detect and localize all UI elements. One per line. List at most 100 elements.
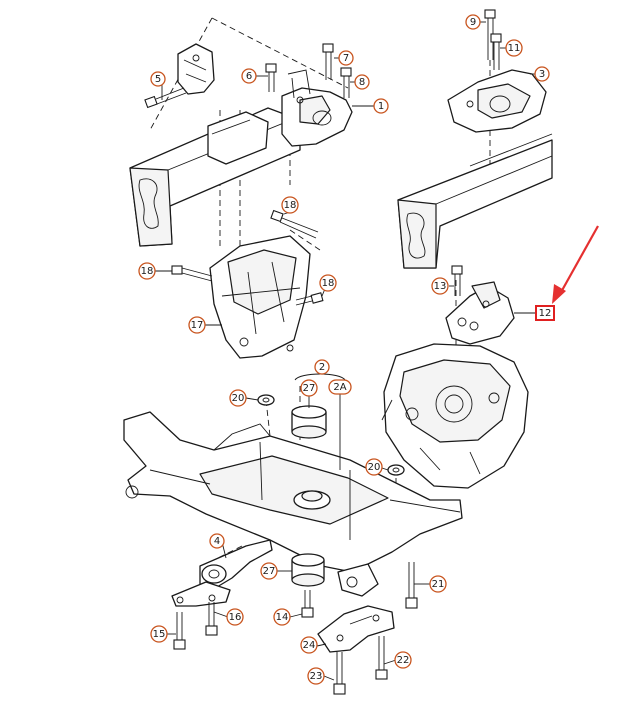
subframe-assembly (123, 386, 463, 609)
callout-ring (338, 50, 354, 66)
callout-c11: 11 (505, 39, 523, 57)
callout-c21: 21 (429, 575, 447, 593)
callout-c12: 12 (535, 305, 555, 321)
callout-ring (534, 66, 550, 82)
callout-ring (354, 74, 370, 90)
callout-number: 27 (263, 566, 276, 577)
callout-c15: 15 (150, 625, 168, 643)
bolt-16-icon (205, 602, 218, 636)
bolt-23-icon (333, 652, 346, 695)
callout-ring (314, 359, 330, 375)
callout-ring (209, 533, 225, 549)
callout-number: 14 (276, 612, 289, 623)
callout-ring (505, 39, 523, 57)
callout-ring (373, 98, 389, 114)
bolt-7-icon (322, 43, 334, 80)
callout-number: 7 (343, 53, 349, 64)
callout-number: 18 (322, 278, 335, 289)
callout-c23: 23 (307, 667, 325, 685)
callout-number: 18 (141, 266, 154, 277)
bolt-21-icon (405, 562, 418, 609)
callout-c2: 2 (314, 359, 330, 375)
highlight-box (535, 305, 555, 321)
callout-c4: 4 (209, 533, 225, 549)
callout-ring (365, 458, 383, 476)
callout-c17: 17 (188, 316, 206, 334)
callout-c20a: 20 (229, 389, 247, 407)
callout-ring (300, 379, 318, 397)
callout-c18b: 18 (138, 262, 156, 280)
left-engine-mount-assembly (129, 17, 353, 359)
callout-number: 6 (246, 71, 252, 82)
bolt-22-icon (375, 636, 388, 680)
callout-c22: 22 (394, 651, 412, 669)
callout-ring (150, 71, 166, 87)
bolt-18-left-icon (171, 265, 213, 282)
washer-20-upper-icon (257, 394, 275, 406)
callout-number: 15 (153, 629, 166, 640)
callout-number: 27 (303, 383, 316, 394)
callout-c20b: 20 (365, 458, 383, 476)
callout-number: 3 (539, 69, 545, 80)
callout-c5: 5 (150, 71, 166, 87)
bolt-5-icon (144, 87, 187, 109)
callout-number: 11 (508, 43, 521, 54)
callout-c13: 13 (431, 277, 449, 295)
callout-ring (260, 562, 278, 580)
bolt-18-right-icon (295, 292, 324, 306)
callout-number: 5 (155, 74, 161, 85)
callout-number: 1 (378, 101, 384, 112)
right-transmission-mount-assembly (381, 9, 553, 489)
callout-ring (307, 667, 325, 685)
bolt-11-icon (490, 33, 502, 70)
callout-c9: 9 (465, 14, 481, 30)
bolt-8-icon (340, 67, 352, 98)
rubber-bush-lower-icon (291, 553, 325, 587)
callout-number: 12 (539, 308, 552, 319)
callout-number: 2A (333, 382, 346, 393)
callout-number: 17 (191, 320, 204, 331)
callout-ring (319, 274, 337, 292)
attention-arrow-icon (552, 225, 599, 304)
subframe-bush-icon (293, 490, 331, 510)
rubber-bush-upper-icon (291, 405, 327, 439)
bolt-18-upper-icon (270, 209, 319, 239)
callout-number: 20 (232, 393, 245, 404)
callout-number: 22 (397, 655, 410, 666)
callout-ring (429, 575, 447, 593)
bolt-13-icon (451, 265, 463, 296)
callout-ring (150, 625, 168, 643)
callout-c27b: 27 (260, 562, 278, 580)
callout-c6: 6 (241, 68, 257, 84)
callout-ring (281, 196, 299, 214)
callout-number: 23 (310, 671, 323, 682)
bolt-6-icon (265, 63, 277, 92)
callout-c14: 14 (273, 608, 291, 626)
callout-c7: 7 (338, 50, 354, 66)
callout-c8: 8 (354, 74, 370, 90)
callout-ring (328, 379, 352, 395)
callout-ring (431, 277, 449, 295)
callout-ring (138, 262, 156, 280)
callout-ring (273, 608, 291, 626)
callout-number: 13 (434, 281, 447, 292)
callout-ring (300, 636, 318, 654)
callout-c27a: 27 (300, 379, 318, 397)
callout-ring (188, 316, 206, 334)
callout-number: 21 (432, 579, 445, 590)
callout-number: 8 (359, 77, 365, 88)
callout-c18a: 18 (281, 196, 299, 214)
callout-number: 18 (284, 200, 297, 211)
callout-number: 24 (303, 640, 316, 651)
callout-number: 16 (229, 612, 242, 623)
callout-number: 9 (470, 17, 476, 28)
callout-c2a: 2A (328, 379, 352, 395)
callout-c18c: 18 (319, 274, 337, 292)
callout-number: 20 (368, 462, 381, 473)
bolt-15-icon (173, 612, 186, 650)
callout-ring (241, 68, 257, 84)
washer-20-lower-icon (387, 464, 405, 476)
callout-c16: 16 (226, 608, 244, 626)
